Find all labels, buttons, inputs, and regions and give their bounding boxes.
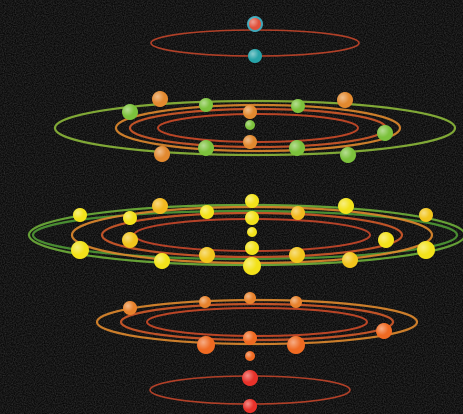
electron-dot-highlight <box>377 125 393 141</box>
electron-dot-highlight <box>198 140 214 156</box>
electron-dot-highlight <box>123 211 137 225</box>
electron-dot-highlight <box>197 336 215 354</box>
orbit-ring <box>53 99 457 157</box>
orbit-ring <box>31 209 459 261</box>
electron-dot-highlight <box>289 247 305 263</box>
electron-dot-highlight <box>291 99 305 113</box>
electron-dot-highlight <box>378 232 394 248</box>
electron-dot-highlight <box>243 331 257 345</box>
shell-5 <box>149 370 351 413</box>
shell-3 <box>27 194 463 275</box>
electron-dot-highlight <box>73 208 87 222</box>
electron-dot-highlight <box>154 146 170 162</box>
electron-dot-highlight <box>199 98 213 112</box>
electron-dot-highlight <box>245 241 259 255</box>
electron-dot-highlight <box>71 241 89 259</box>
orbit-ring <box>119 302 395 342</box>
electron-dot-highlight <box>243 105 257 119</box>
electron-dot-highlight <box>340 147 356 163</box>
orbit-ring <box>157 113 359 143</box>
electron-dot-highlight <box>337 92 353 108</box>
electron-dot-highlight <box>245 351 255 361</box>
electron-dot-highlight <box>243 135 257 149</box>
electron-dot-highlight <box>419 208 433 222</box>
electron-dot-highlight <box>199 247 215 263</box>
electron-dot-highlight <box>152 198 168 214</box>
electron-dot-highlight <box>245 211 259 225</box>
electron-dot-highlight <box>342 252 358 268</box>
electron-dot-highlight <box>417 241 435 259</box>
electron-dot-highlight <box>248 49 262 63</box>
electron-dot-highlight <box>200 205 214 219</box>
electron-dot-highlight <box>243 257 261 275</box>
shell-1 <box>150 16 360 63</box>
orbit-ring <box>95 298 419 346</box>
electron-dot-highlight <box>243 399 257 413</box>
electron-dot-highlight <box>245 194 259 208</box>
electron-dot-highlight <box>247 227 257 237</box>
shell-4 <box>95 292 419 361</box>
electron-dot-highlight <box>154 253 170 269</box>
electron-dot-highlight <box>244 292 256 304</box>
electron-dot-highlight <box>290 296 302 308</box>
electron-dot-highlight <box>245 120 255 130</box>
electron-dot-highlight <box>291 206 305 220</box>
electron-dot-highlight <box>152 91 168 107</box>
electron-dot-highlight <box>199 296 211 308</box>
orbit-ring <box>114 103 402 153</box>
electron-dot-highlight <box>376 323 392 339</box>
electron-dot-highlight <box>287 336 305 354</box>
electron-dot-highlight <box>248 17 262 31</box>
electron-dot-highlight <box>242 370 258 386</box>
electron-dot-highlight <box>122 232 138 248</box>
electron-dot-highlight <box>123 301 137 315</box>
electron-dot-highlight <box>122 104 138 120</box>
orbit-ring <box>146 307 368 337</box>
shell-2 <box>53 91 457 163</box>
electron-dot-highlight <box>338 198 354 214</box>
electron-dot-highlight <box>289 140 305 156</box>
